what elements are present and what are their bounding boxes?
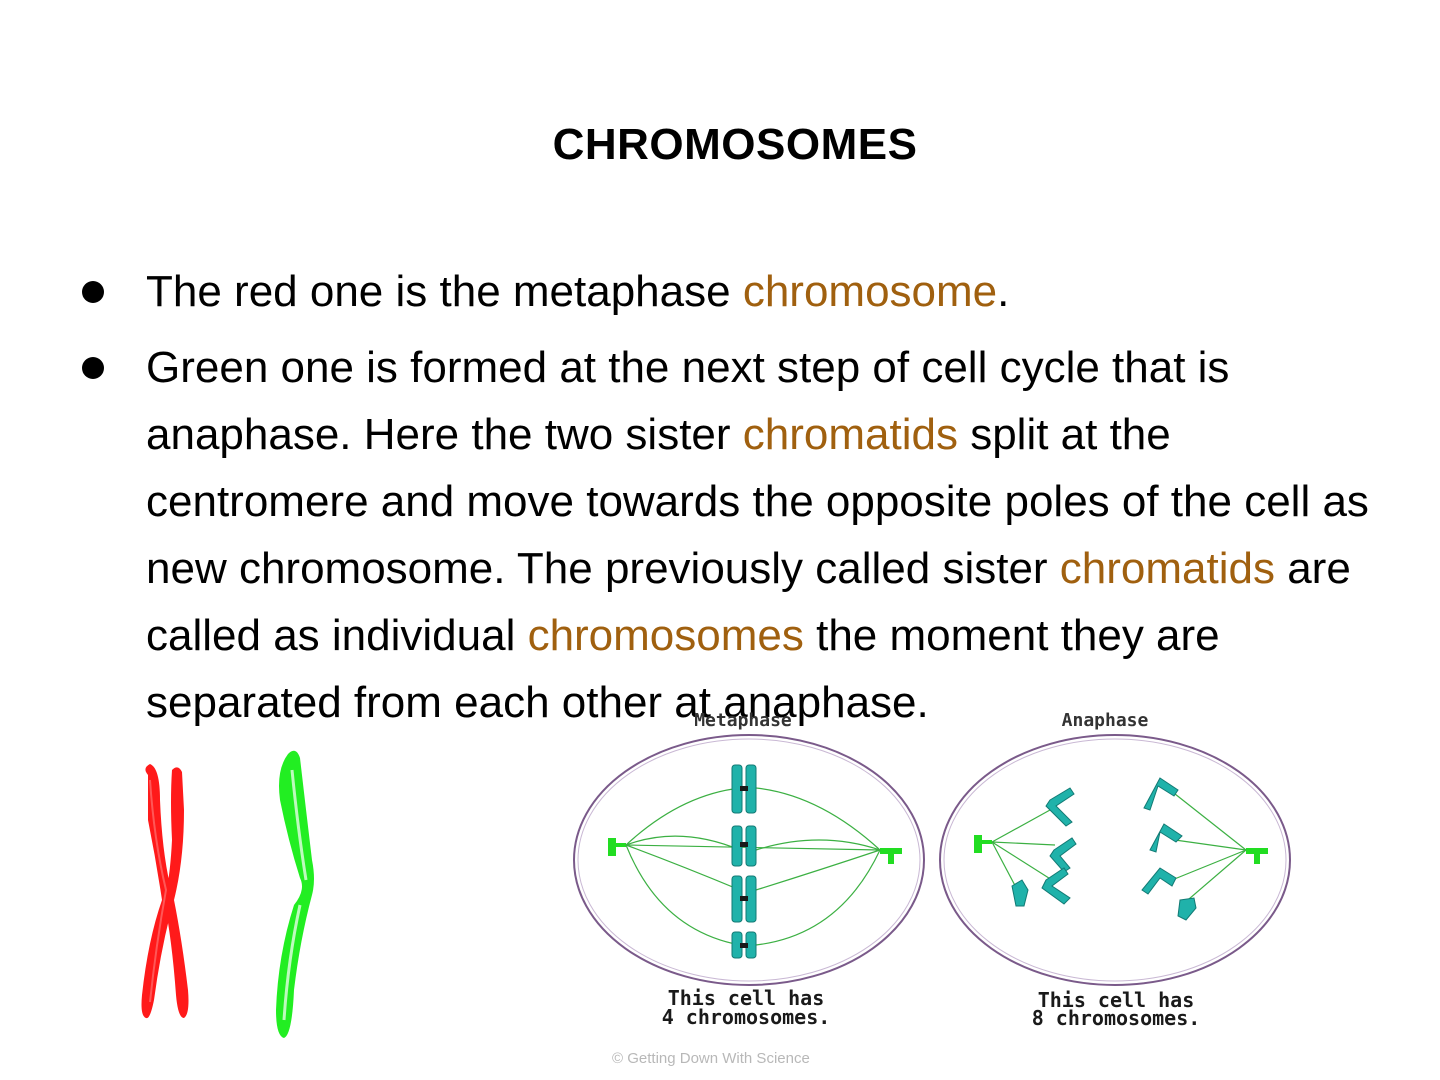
anaphase-cell: Anaphase This cell bbox=[939, 710, 1291, 1030]
term-chromosome: chromosome bbox=[742, 267, 998, 316]
term-chromatids: chromatids bbox=[1059, 544, 1275, 593]
chromosome-illustration bbox=[141, 750, 314, 1038]
metaphase-caption-line1: This cell has bbox=[668, 986, 825, 1010]
bullet-item-metaphase: The red one is the metaphase chromosome. bbox=[80, 258, 1400, 325]
bullet-text: The red one is the metaphase chromosome. bbox=[146, 267, 1010, 316]
anaphase-caption-line1: This cell has bbox=[1038, 988, 1195, 1012]
metaphase-title: Metaphase bbox=[694, 710, 792, 731]
bullet-list: The red one is the metaphase chromosome.… bbox=[80, 258, 1400, 745]
green-anaphase-chromosome bbox=[276, 750, 314, 1038]
bullet-dot bbox=[82, 357, 104, 379]
red-metaphase-chromosome bbox=[141, 764, 189, 1019]
anaphase-title: Anaphase bbox=[1062, 710, 1149, 731]
page-title: CHROMOSOMES bbox=[552, 120, 918, 169]
copyright-notice: © Getting Down With Science bbox=[612, 1050, 810, 1067]
anaphase-caption-line2: 8 chromosomes. bbox=[1032, 1006, 1201, 1030]
bullet-dot bbox=[82, 281, 104, 303]
metaphase-cell: Metaphase bbox=[573, 710, 925, 1029]
term-chromosomes: chromosomes bbox=[527, 611, 804, 660]
bullet-text: Green one is formed at the next step of … bbox=[146, 343, 1369, 727]
cell-division-figure: Metaphase bbox=[573, 710, 1291, 1030]
bullet-item-anaphase: Green one is formed at the next step of … bbox=[80, 334, 1400, 736]
metaphase-caption-line2: 4 chromosomes. bbox=[662, 1005, 831, 1029]
term-chromatids: chromatids bbox=[742, 410, 958, 459]
